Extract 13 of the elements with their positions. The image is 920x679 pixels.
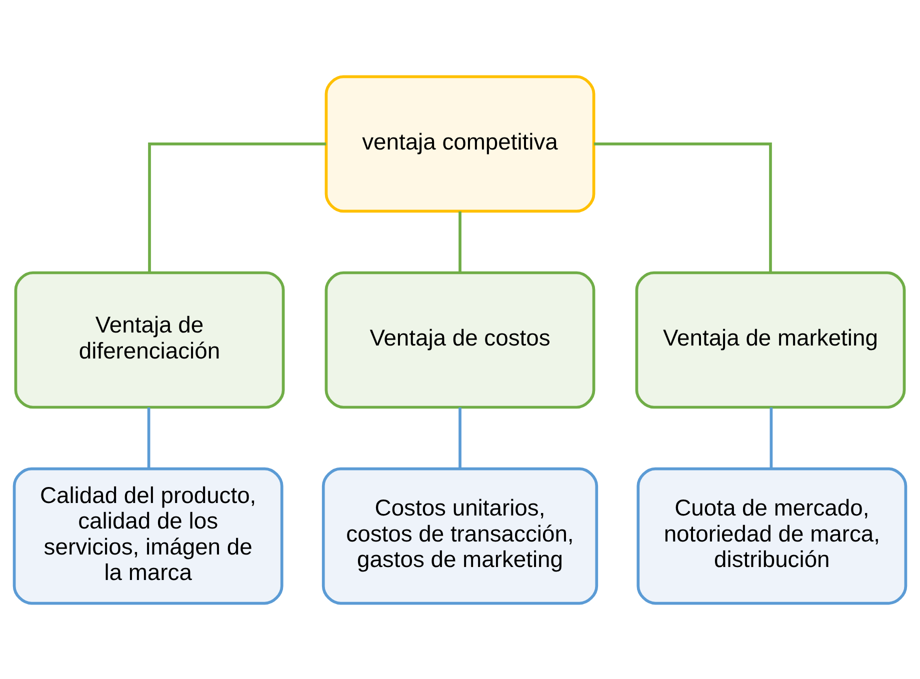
connector — [458, 406, 462, 468]
node-box: ventaja competitiva — [324, 74, 596, 212]
connector — [147, 406, 150, 468]
node-box: Cuota de mercado, notoriedad de marca, distribución — [636, 466, 908, 604]
node-box: Costos unitarios, costos de transacción, gastos de marketing — [322, 466, 598, 604]
node-box: Ventaja de marketing — [635, 270, 906, 408]
connector — [148, 142, 326, 272]
connector — [770, 406, 773, 468]
connector — [458, 210, 462, 272]
node-box: Ventaja de costos — [324, 270, 596, 408]
node-box: Calidad del producto, calidad de los servicios, imágen de la marca — [12, 466, 284, 604]
node-box: Ventaja de diferenciación — [14, 270, 285, 408]
connector — [594, 142, 772, 272]
